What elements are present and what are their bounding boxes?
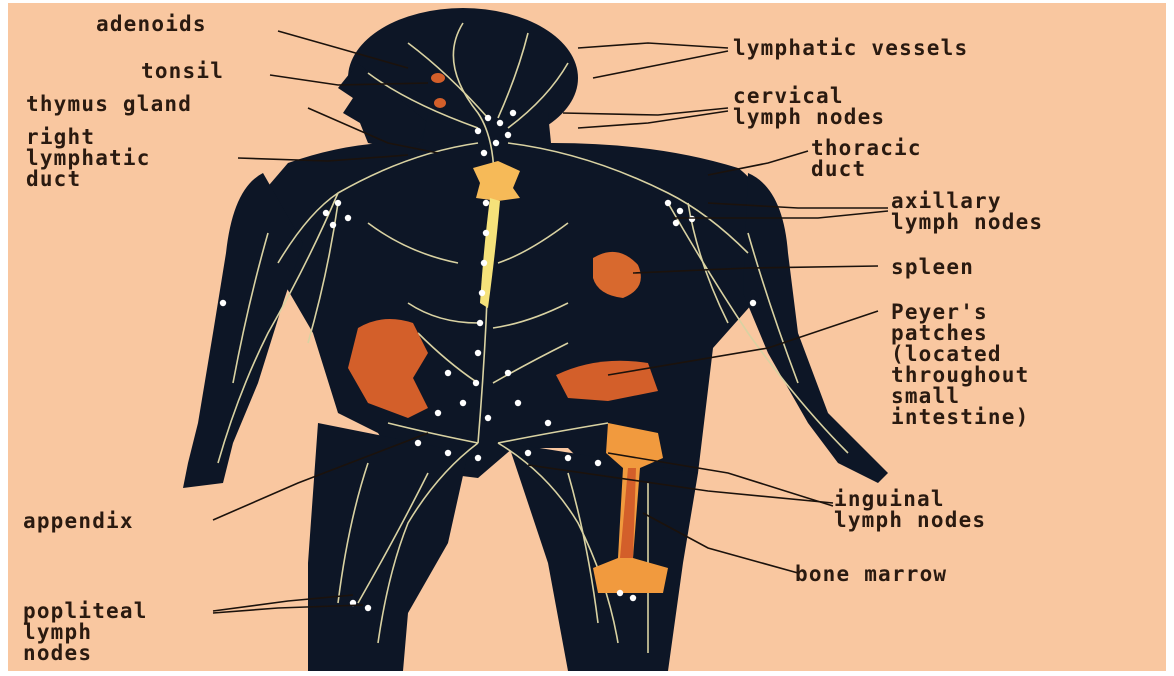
label-adenoids: adenoids [96, 12, 207, 36]
lymph-node [335, 200, 341, 206]
lymph-node [483, 200, 489, 206]
lymph-node [435, 410, 441, 416]
lymph-node [630, 595, 636, 601]
lymph-node [475, 455, 481, 461]
label-bone-marrow: bone marrow [795, 562, 947, 586]
label-right-lymphatic-duct-3: duct [26, 167, 81, 191]
label-lymphatic-vessels: lymphatic vessels [733, 36, 968, 60]
lymph-node [595, 460, 601, 466]
label-cervical-lymph-nodes-2: lymph nodes [733, 105, 885, 129]
lymph-node [483, 230, 489, 236]
lymph-node [445, 370, 451, 376]
lymph-node [365, 605, 371, 611]
lymph-node [220, 300, 226, 306]
lymph-node [493, 140, 499, 146]
lymph-node [515, 400, 521, 406]
lymph-node [475, 350, 481, 356]
lymph-node [689, 216, 695, 222]
lymph-node [345, 215, 351, 221]
label-inguinal-lymph-nodes-2: lymph nodes [834, 508, 986, 532]
label-thymus-gland: thymus gland [26, 92, 192, 116]
lymph-node [460, 400, 466, 406]
lymph-node [485, 115, 491, 121]
lymph-node [677, 208, 683, 214]
lymph-node [415, 440, 421, 446]
label-appendix: appendix [23, 509, 134, 533]
lymph-node [505, 370, 511, 376]
lymph-node [673, 220, 679, 226]
lymph-node [750, 300, 756, 306]
label-thoracic-duct-2: duct [811, 157, 866, 181]
lymph-node [665, 200, 671, 206]
lymph-node [485, 415, 491, 421]
label-spleen: spleen [891, 255, 974, 279]
lymph-node [445, 450, 451, 456]
lymph-node [525, 450, 531, 456]
lymph-node [565, 455, 571, 461]
tonsil-shape [431, 73, 445, 83]
label-peyers-patches-6: intestine) [891, 405, 1029, 429]
lymphatic-system-diagram: adenoids tonsil thymus gland right lymph… [8, 3, 1166, 671]
label-tonsil: tonsil [141, 59, 224, 83]
lymph-node [475, 128, 481, 134]
lymph-node [505, 132, 511, 138]
label-axillary-lymph-nodes-2: lymph nodes [891, 210, 1043, 234]
lymph-node [510, 110, 516, 116]
lymph-node [477, 320, 483, 326]
diagram-canvas: adenoids tonsil thymus gland right lymph… [8, 3, 1166, 671]
lymph-node [481, 260, 487, 266]
lymph-node [323, 210, 329, 216]
lymph-node [473, 380, 479, 386]
lymph-node [481, 150, 487, 156]
label-popliteal-lymph-nodes-3: nodes [23, 641, 92, 665]
lymph-node [545, 420, 551, 426]
lymph-node [497, 120, 503, 126]
lymph-node [617, 590, 623, 596]
adenoids-shape [434, 98, 446, 108]
lymph-node [330, 222, 336, 228]
lymph-node [479, 290, 485, 296]
